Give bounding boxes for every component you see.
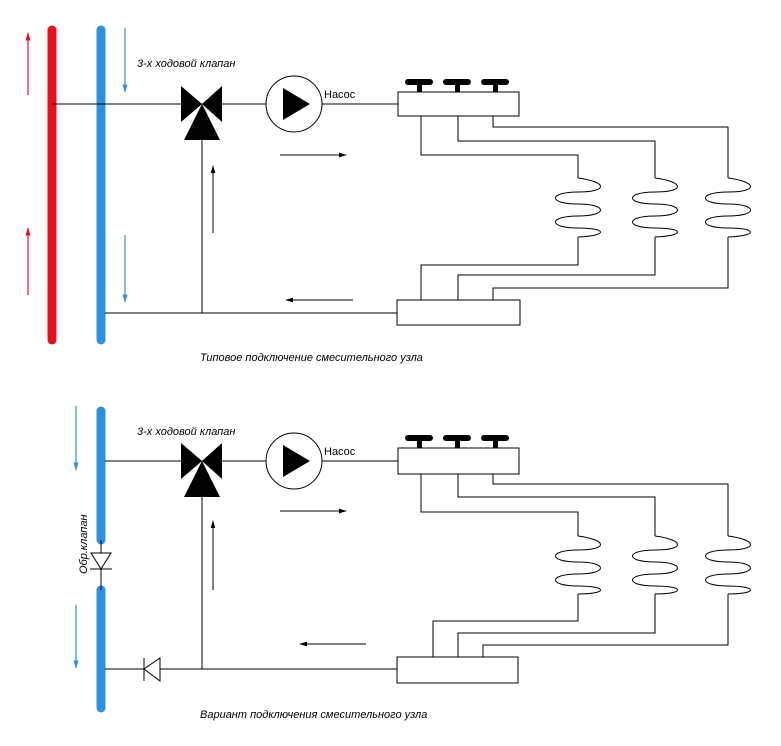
return-manifold (396, 656, 519, 684)
caption: Вариант подключения смесительного узла (200, 709, 427, 721)
three-way-valve (181, 86, 222, 140)
riser-check-valve (90, 540, 112, 590)
pump-label: Насос (324, 89, 356, 101)
manifold-valve-handles (405, 435, 509, 448)
return-manifold (396, 299, 521, 326)
pump (265, 75, 323, 133)
valve-label: 3-х ходовой клапан (137, 426, 235, 438)
check-valve-label: Обр.клапан (78, 514, 90, 574)
supply-manifold (397, 447, 520, 475)
supply-manifold (397, 91, 520, 117)
top-diagram: 3-х ходовой клапан Насос (25, 25, 751, 364)
three-way-valve (181, 443, 222, 497)
pump-label: Насос (324, 446, 356, 458)
manifold-valve-handles (405, 79, 509, 92)
return-check-valve (143, 657, 161, 682)
pump (265, 432, 323, 490)
valve-label: 3-х ходовой клапан (137, 58, 235, 70)
heating-loops (420, 116, 751, 300)
bottom-diagram: Обр.клапан 3-х ходовой клапан Насос (73, 406, 751, 721)
heating-loops (420, 474, 751, 657)
caption: Типовое подключение смесительного узла (200, 352, 423, 364)
